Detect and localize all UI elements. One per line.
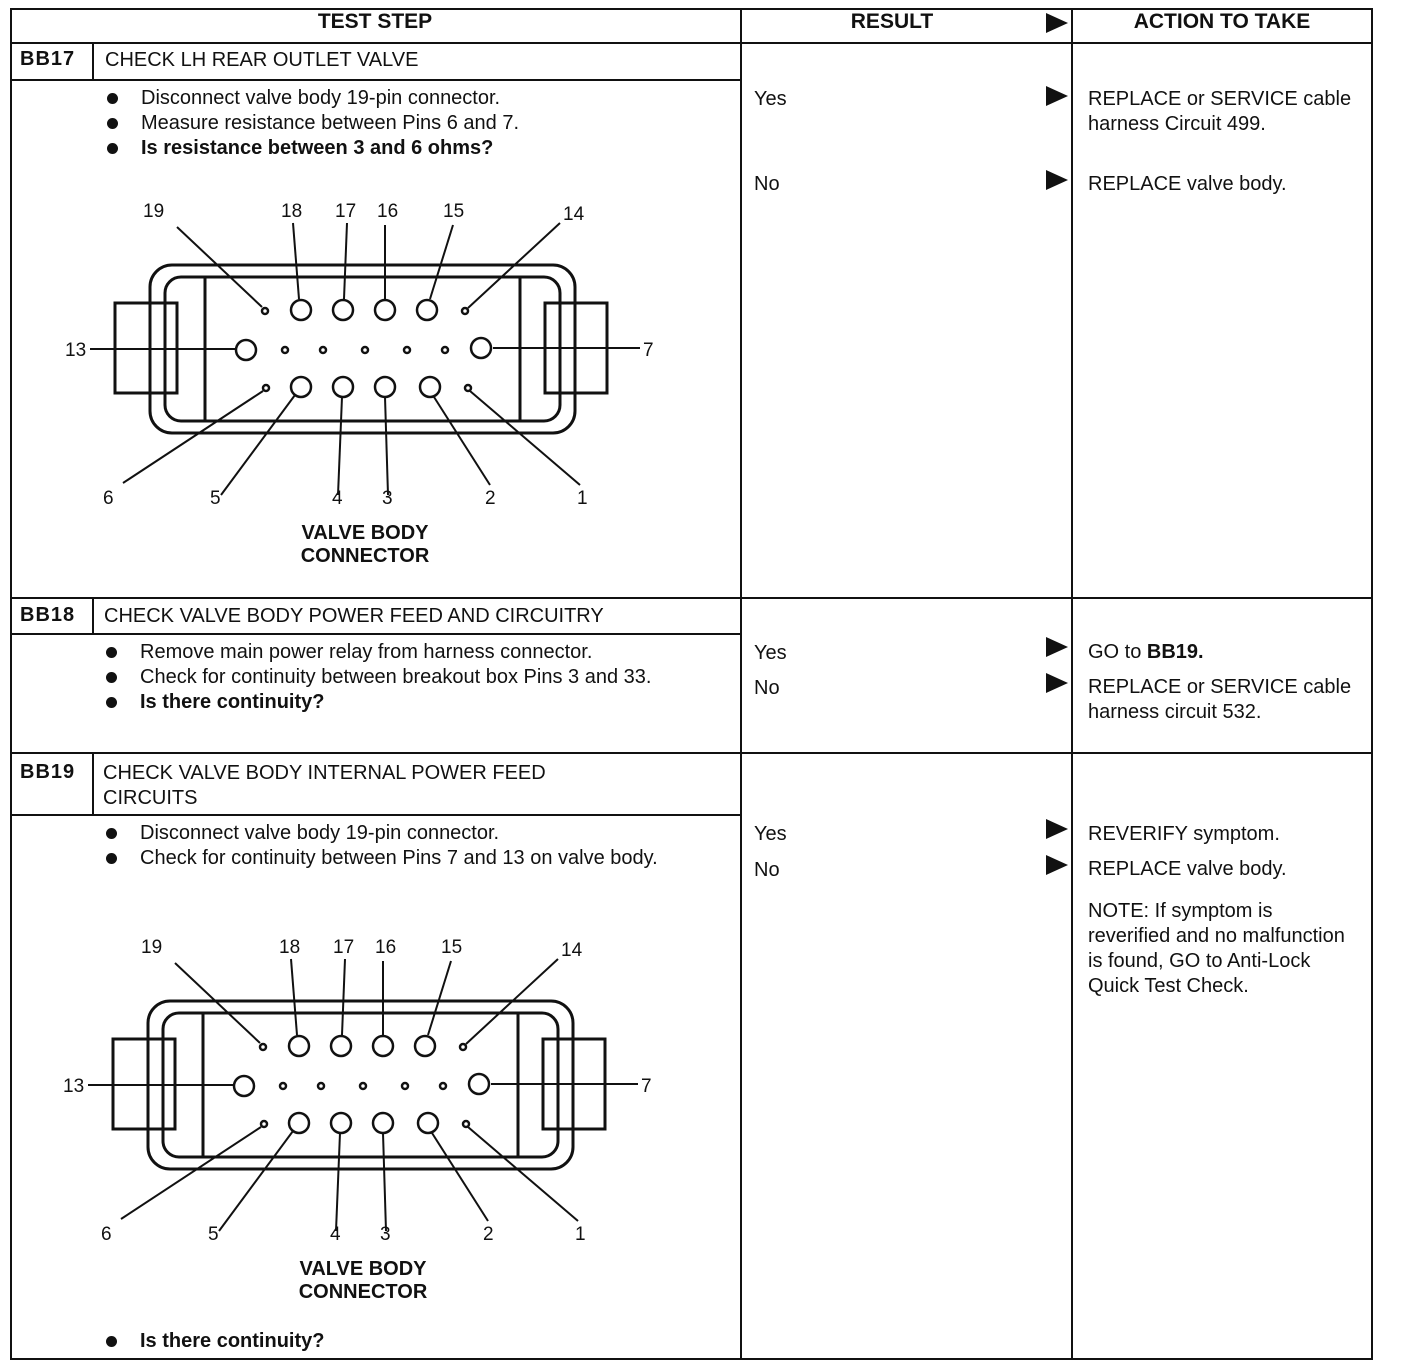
step-instructions: Is there continuity? (103, 1329, 713, 1354)
instruction-item: Measure resistance between Pins 6 and 7. (104, 111, 724, 136)
pin-label: 2 (483, 1224, 494, 1245)
result-arrow-icon (1046, 819, 1068, 839)
instruction-item: Disconnect valve body 19-pin connector. (104, 86, 724, 111)
result-arrow-icon (1046, 637, 1068, 657)
step-id-divider (92, 42, 94, 80)
pin-label: 19 (143, 201, 164, 222)
pin-label: 18 (281, 201, 302, 222)
header-action: ACTION TO TAKE (1133, 10, 1311, 33)
step-divider (10, 752, 1373, 754)
step-title: CHECK LH REAR OUTLET VALVE (105, 49, 419, 71)
step-instructions: Remove main power relay from harness con… (103, 640, 713, 715)
pin-label: 17 (335, 201, 356, 222)
action-text: REVERIFY symptom. (1088, 823, 1280, 845)
result-no: No (754, 677, 780, 699)
action-text: REPLACE valve body. (1088, 858, 1287, 880)
pin-label: 18 (279, 937, 300, 958)
step-instructions: Disconnect valve body 19-pin connector. … (103, 821, 713, 871)
step-title-divider (10, 79, 740, 81)
column-divider (740, 8, 742, 1360)
action-text: REPLACE valve body. (1088, 173, 1287, 195)
column-divider (1071, 8, 1073, 1360)
action-step-link: BB19. (1146, 641, 1204, 663)
valve-body-connector-diagram: 19 18 17 16 15 14 13 7 6 5 4 3 2 1 VALVE… (65, 201, 654, 567)
instruction-item: Remove main power relay from harness con… (103, 640, 713, 665)
action-text: REPLACE or SERVICE cable harness Circuit… (1088, 88, 1352, 135)
instruction-item: Disconnect valve body 19-pin connector. (103, 821, 713, 846)
pin-label: 3 (380, 1224, 391, 1245)
pin-label: 13 (63, 1076, 84, 1097)
step-id: BB19 (20, 761, 76, 783)
step-title: CHECK VALVE BODY INTERNAL POWER FEED CIR… (103, 762, 546, 809)
header-test-step: TEST STEP (317, 10, 433, 33)
action-text: REPLACE or SERVICE cable harness circuit… (1088, 676, 1352, 723)
pin-label: 16 (377, 201, 398, 222)
result-yes: Yes (754, 823, 787, 845)
connector-caption: VALVE BODY (301, 522, 429, 544)
connector-caption: CONNECTOR (301, 545, 430, 567)
step-title: CHECK VALVE BODY POWER FEED AND CIRCUITR… (104, 605, 604, 627)
header-result: RESULT (850, 10, 934, 33)
result-yes: Yes (754, 642, 787, 664)
pin-label: 1 (577, 488, 588, 509)
pin-label: 2 (485, 488, 496, 509)
connector-caption: CONNECTOR (299, 1281, 428, 1303)
pin-label: 17 (333, 937, 354, 958)
pin-label: 15 (443, 201, 464, 222)
pin-label: 4 (330, 1224, 341, 1245)
step-id-divider (92, 598, 94, 634)
header-arrow-icon (1046, 13, 1068, 33)
valve-body-connector-diagram: 19 18 17 16 15 14 13 7 6 5 4 3 2 1 VALVE… (63, 937, 652, 1303)
pin-label: 14 (563, 204, 585, 225)
pin-label: 5 (210, 488, 221, 509)
pin-label: 6 (103, 488, 114, 509)
result-yes: Yes (754, 88, 787, 110)
step-title-divider (10, 814, 740, 816)
pin-label: 5 (208, 1224, 219, 1245)
pin-label: 16 (375, 937, 396, 958)
pin-label: 7 (641, 1076, 652, 1097)
result-no: No (754, 859, 780, 881)
header-divider (10, 42, 1373, 44)
instruction-item: Check for continuity between breakout bo… (103, 665, 713, 690)
step-instructions: Disconnect valve body 19-pin connector. … (104, 86, 724, 161)
connector-caption: VALVE BODY (299, 1258, 427, 1280)
pin-label: 1 (575, 1224, 586, 1245)
instruction-question: Is there continuity? (103, 1329, 713, 1354)
pin-label: 14 (561, 940, 583, 961)
action-note: NOTE: If symptom is reverified and no ma… (1088, 900, 1345, 997)
action-text: GO to BB19. (1088, 640, 1363, 665)
pin-label: 6 (101, 1224, 112, 1245)
result-arrow-icon (1046, 673, 1068, 693)
pin-label: 19 (141, 937, 162, 958)
pin-label: 7 (643, 340, 654, 361)
pin-label: 13 (65, 340, 86, 361)
instruction-question: Is resistance between 3 and 6 ohms? (104, 136, 724, 161)
result-arrow-icon (1046, 170, 1068, 190)
test-procedure-table (10, 8, 1373, 1360)
step-divider (10, 597, 1373, 599)
result-arrow-icon (1046, 86, 1068, 106)
instruction-item: Check for continuity between Pins 7 and … (103, 846, 713, 871)
step-id: BB17 (20, 48, 76, 70)
action-text-prefix: GO to (1088, 641, 1147, 663)
result-arrow-icon (1046, 855, 1068, 875)
step-title-divider (10, 633, 740, 635)
step-id-divider (92, 753, 94, 815)
step-id: BB18 (20, 604, 76, 626)
pin-label: 4 (332, 488, 343, 509)
instruction-question: Is there continuity? (103, 690, 713, 715)
pin-label: 3 (382, 488, 393, 509)
pin-label: 15 (441, 937, 462, 958)
result-no: No (754, 173, 780, 195)
